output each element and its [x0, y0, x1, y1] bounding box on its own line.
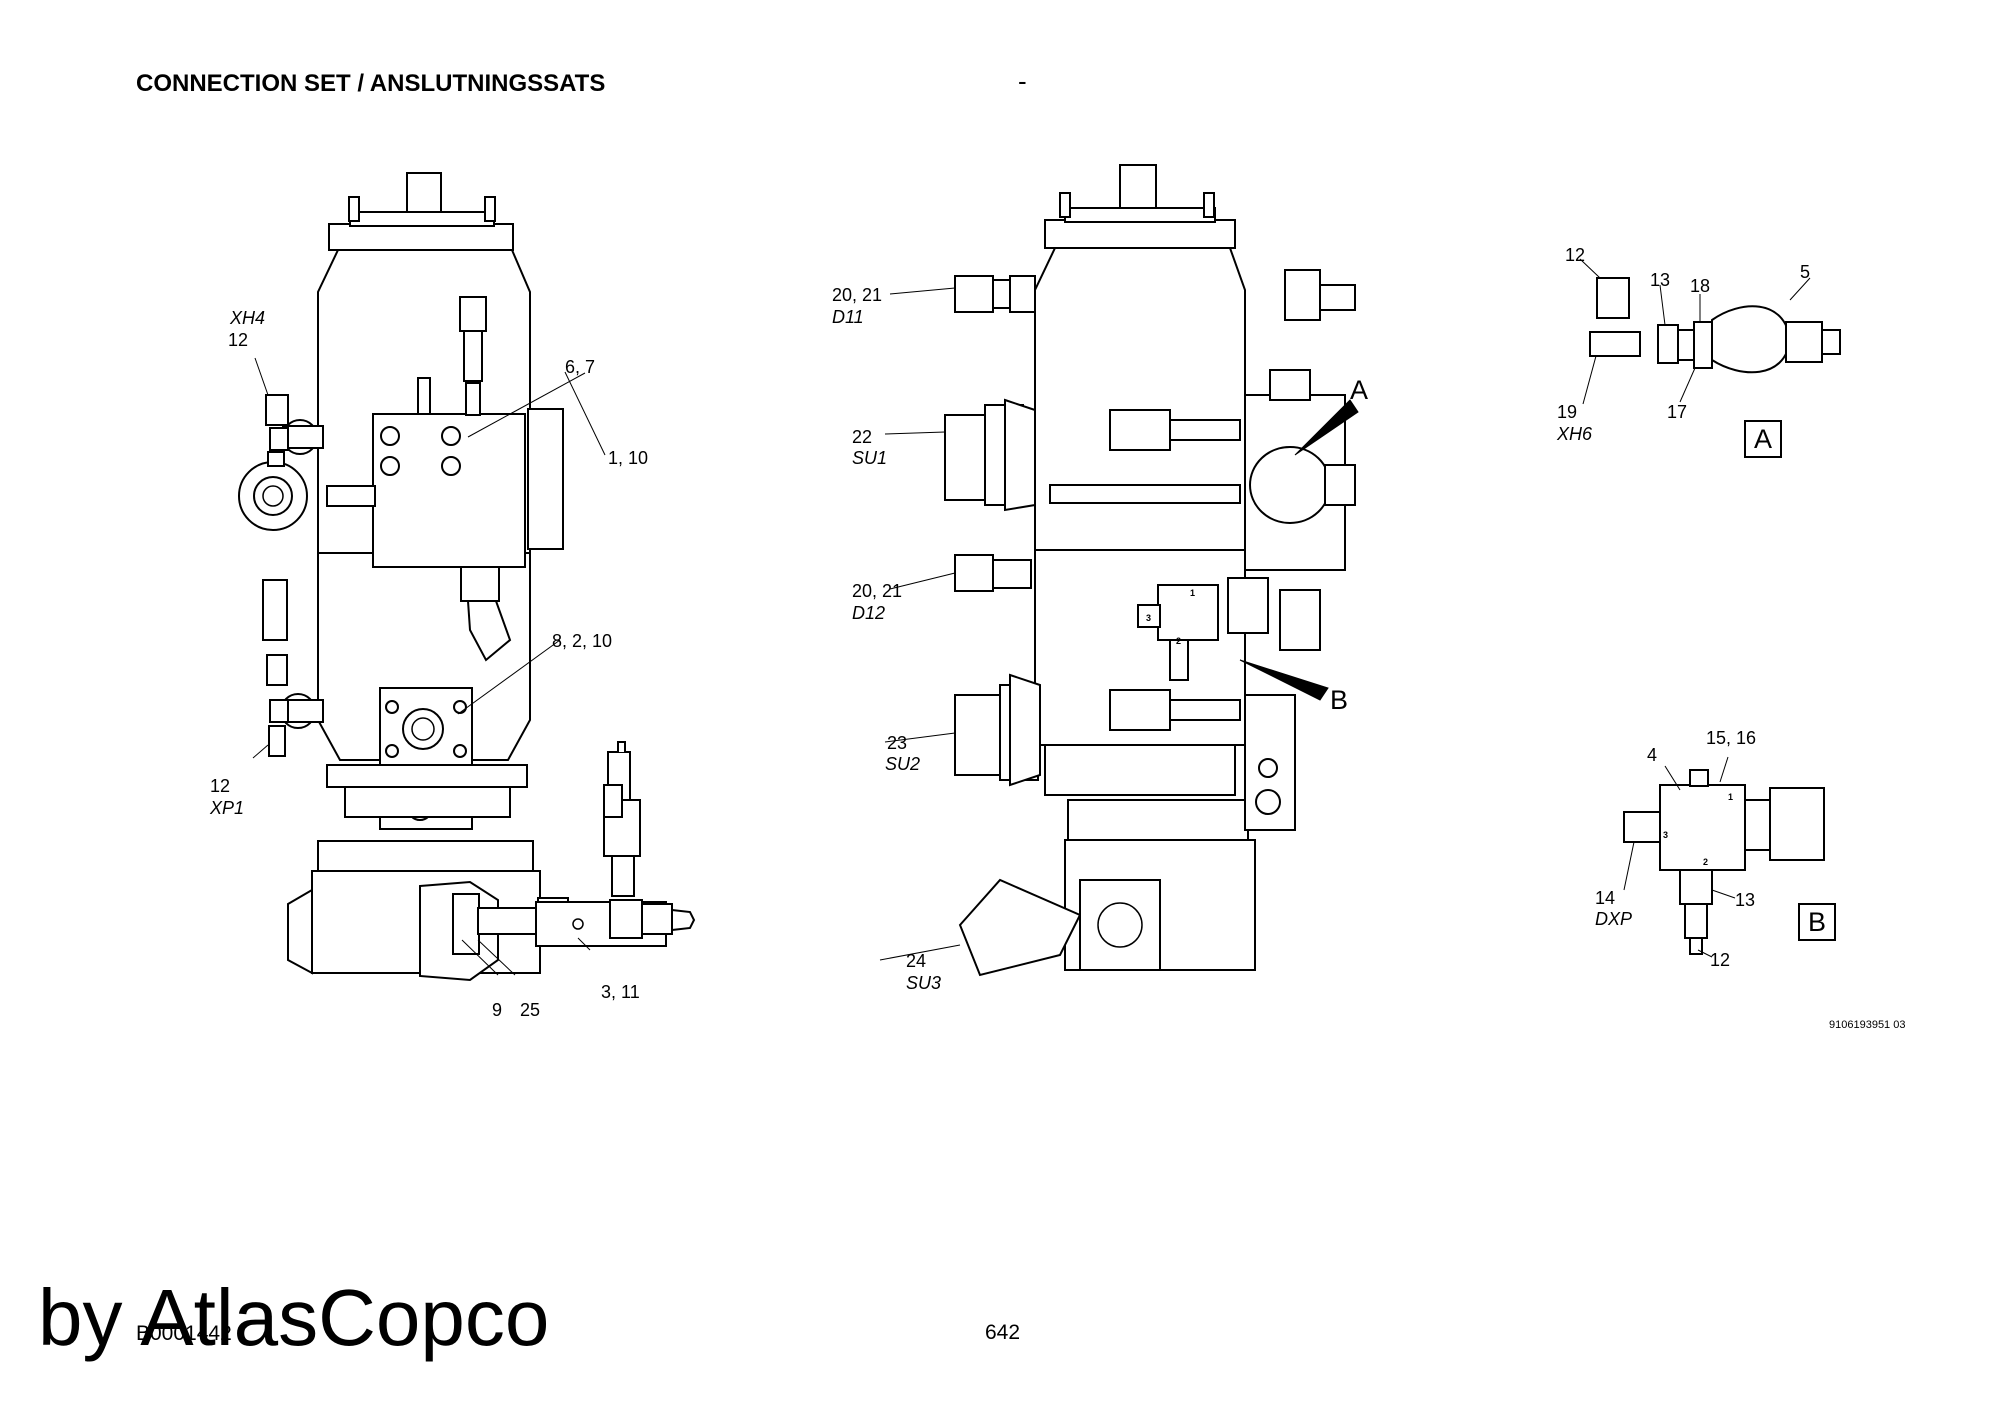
- detail-b-port-1: 1: [1728, 792, 1734, 802]
- callout-su3: SU3: [906, 973, 942, 993]
- detail-b-callout-dxp: DXP: [1595, 909, 1633, 929]
- drawing-code: B0001442: [136, 1322, 232, 1345]
- callout-20-21-lower: 20, 21: [852, 581, 903, 601]
- valve-port-3: 3: [1146, 613, 1152, 623]
- callout-xh4: XH4: [230, 308, 266, 328]
- page-number: 642: [985, 1321, 1021, 1344]
- detail-b-callout-15-16: 15, 16: [1706, 728, 1757, 748]
- detail-b-view: [1623, 756, 1825, 958]
- callout-20-21-upper: 20, 21: [832, 285, 883, 305]
- callout-24: 24: [906, 951, 927, 971]
- callout-23: 23: [887, 733, 908, 753]
- detail-a-callout-19: 19: [1557, 402, 1578, 422]
- detail-b-port-3: 3: [1663, 830, 1669, 840]
- detail-a-callout-17: 17: [1667, 402, 1688, 422]
- detail-a-view: [1579, 258, 1841, 405]
- detail-a-callout-18: 18: [1690, 276, 1711, 296]
- valve-port-2: 2: [1176, 636, 1182, 646]
- marker-b: B: [1330, 685, 1349, 715]
- detail-b-callout-4: 4: [1647, 745, 1658, 765]
- valve-port-1: 1: [1190, 588, 1196, 598]
- callout-22: 22: [852, 427, 873, 447]
- callout-d11: D11: [832, 307, 864, 327]
- left-assembly-view: [238, 172, 696, 982]
- callout-d12: D12: [852, 603, 886, 623]
- detail-a-callout-xh6: XH6: [1557, 424, 1593, 444]
- middle-assembly-view: [879, 164, 1359, 977]
- document-number: 9106193951 03: [1829, 1019, 1906, 1031]
- detail-a-callout-12: 12: [1565, 245, 1586, 265]
- callout-8-2-10: 8, 2, 10: [552, 631, 613, 651]
- callout-1-10: 1, 10: [608, 448, 649, 468]
- detail-a-callout-5: 5: [1800, 262, 1811, 282]
- callout-6-7: 6, 7: [565, 357, 596, 377]
- callout-su1: SU1: [852, 448, 888, 468]
- detail-b-callout-14: 14: [1595, 888, 1616, 908]
- detail-b-port-2: 2: [1703, 857, 1709, 867]
- callout-9: 9: [492, 1000, 503, 1020]
- detail-a-label-box: A: [1744, 420, 1782, 458]
- callout-12-upper: 12: [228, 330, 249, 350]
- callout-25: 25: [520, 1000, 541, 1020]
- detail-b-label-box: B: [1798, 903, 1836, 941]
- callout-su2: SU2: [885, 754, 921, 774]
- page-title: CONNECTION SET / ANSLUTNINGSSATS: [136, 70, 606, 97]
- header-separator: -: [1018, 66, 1027, 96]
- detail-b-callout-12: 12: [1710, 950, 1731, 970]
- watermark: by AtlasCopco: [38, 1273, 550, 1362]
- detail-b-callout-13: 13: [1735, 890, 1756, 910]
- callout-3-11: 3, 11: [601, 982, 640, 1002]
- callout-12-lower: 12: [210, 776, 231, 796]
- detail-a-callout-13: 13: [1650, 270, 1671, 290]
- marker-a: A: [1350, 375, 1369, 405]
- callout-xp1: XP1: [210, 798, 245, 818]
